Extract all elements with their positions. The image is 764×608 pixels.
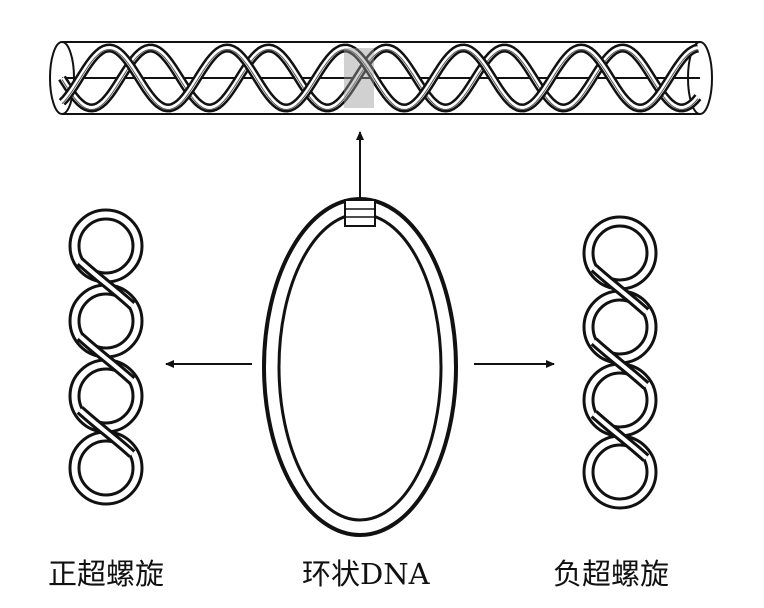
positive-supercoil-loop-inner	[77, 439, 135, 497]
negative-supercoil-loop-inner	[591, 224, 649, 282]
positive-supercoil-loop-inner	[77, 292, 135, 350]
positive-supercoil-loop-inner	[77, 217, 135, 275]
negative-supercoil-loop-outer	[582, 289, 658, 365]
negative-supercoil-label: 负超螺旋	[553, 557, 670, 591]
helix-strand-1-edge	[61, 48, 699, 111]
helix-strands	[58, 43, 702, 113]
helix-strand-1-inner	[60, 45, 700, 111]
negative-supercoil-loop-inner	[591, 371, 649, 429]
positive-supercoil-loop-outer	[68, 208, 144, 284]
dna-helix-cylinder	[49, 41, 713, 115]
positive-supercoil-label: 正超螺旋	[48, 557, 165, 591]
positive-supercoil-crossing-inner	[78, 260, 134, 307]
negative-supercoil-loop-inner	[591, 298, 649, 356]
negative-supercoil-loop-outer	[582, 434, 658, 510]
positive-supercoil-loop-outer	[68, 430, 144, 506]
positive-supercoil-loop-outer	[68, 283, 144, 359]
positive-supercoil-crossing-inner	[78, 408, 134, 456]
positive-supercoil-loop-inner	[77, 367, 135, 425]
positive-supercoil-loop-outer	[68, 358, 144, 434]
circular-dna	[262, 197, 458, 537]
negative-supercoil-crossing-inner	[592, 266, 648, 314]
helix-strand-2-inner	[60, 45, 699, 111]
magnified-segment-highlight	[344, 48, 374, 108]
negative-supercoil-loop-outer	[582, 362, 658, 438]
negative-supercoil-loop-outer	[582, 215, 658, 291]
positive-supercoil	[68, 208, 144, 506]
circular-dna-label: 环状DNA	[302, 557, 430, 591]
negative-supercoil-crossing-inner	[592, 340, 648, 387]
negative-supercoil-crossing-inner	[592, 412, 648, 460]
negative-supercoil	[582, 215, 658, 510]
negative-supercoil-loop-inner	[591, 443, 649, 501]
helix-strand-2-edge	[61, 48, 699, 111]
positive-supercoil-crossing-inner	[78, 335, 134, 382]
magnified-region-box	[344, 199, 376, 227]
cylinder-outline	[49, 41, 713, 115]
